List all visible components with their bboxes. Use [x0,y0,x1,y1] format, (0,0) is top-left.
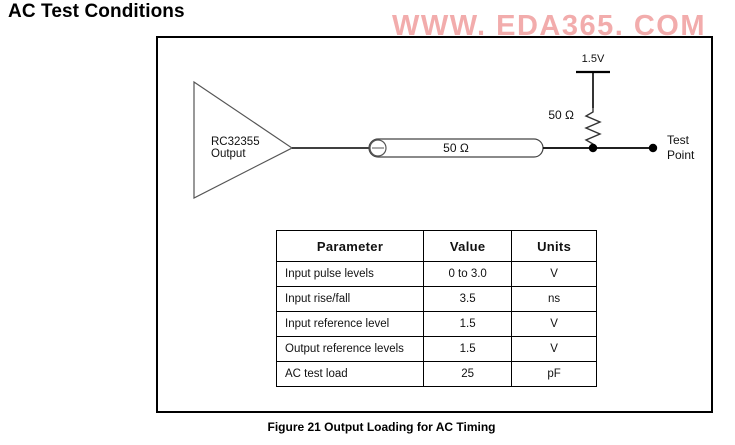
cell-value: 0 to 3.0 [423,261,513,287]
cell-parameter: Input pulse levels [275,261,425,287]
cell-value: 1.5 [423,336,513,362]
driver-label-line1: RC32355 [211,136,260,148]
cell-value: 1.5 [423,311,513,337]
circuit-schematic: RC32355 Output 50 Ω 50 Ω 1.5V Test Point [193,53,695,199]
table-row: AC test load 25 pF [275,361,597,387]
cell-units: V [511,311,597,337]
figure-caption: Figure 21 Output Loading for AC Timing [0,420,735,434]
cell-units: V [511,261,597,287]
table-row: Output reference levels 1.5 V [275,336,597,362]
figure-frame [156,36,713,413]
table-header-row: Parameter Value Units [275,230,597,262]
pullup-resistor-label: 50 Ω [548,108,574,122]
watermark-text: WWW. EDA365. COM [392,10,707,42]
spec-table-head: Parameter Value Units [275,230,597,262]
supply-voltage-label: 1.5V [582,53,605,65]
table-row: Input pulse levels 0 to 3.0 V [275,261,597,287]
resistor-zigzag-icon [584,108,602,148]
test-point-label-line2: Point [667,148,695,162]
cell-units: V [511,336,597,362]
column-header-value: Value [423,230,513,262]
figure-caption-text: Figure 21 Output Loading for AC Timing [267,420,496,434]
cell-units: ns [511,286,597,312]
cell-parameter: Input reference level [275,311,425,337]
test-point-label-line1: Test [667,133,690,147]
cell-value: 3.5 [423,286,513,312]
cell-parameter: AC test load [275,361,425,387]
cell-parameter: Output reference levels [275,336,425,362]
cell-parameter: Input rise/fall [275,286,425,312]
table-row: Input rise/fall 3.5 ns [275,286,597,312]
column-header-parameter: Parameter [275,230,425,262]
page-title: AC Test Conditions [8,1,185,22]
spec-table-container: Parameter Value Units Input pulse levels… [275,230,597,387]
column-header-units: Units [511,230,597,262]
spec-table-body: Input pulse levels 0 to 3.0 V Input rise… [275,261,597,387]
cell-units: pF [511,361,597,387]
table-row: Input reference level 1.5 V [275,311,597,337]
transmission-line-symbol [368,138,544,158]
cell-value: 25 [423,361,513,387]
driver-label-line2: Output [211,148,246,160]
junction-dot-testpoint [648,143,658,153]
transmission-line-label: 50 Ω [443,141,469,155]
driver-triangle-icon [193,80,294,199]
spec-table: Parameter Value Units Input pulse levels… [275,230,597,387]
junction-dot-resistor [588,143,598,153]
